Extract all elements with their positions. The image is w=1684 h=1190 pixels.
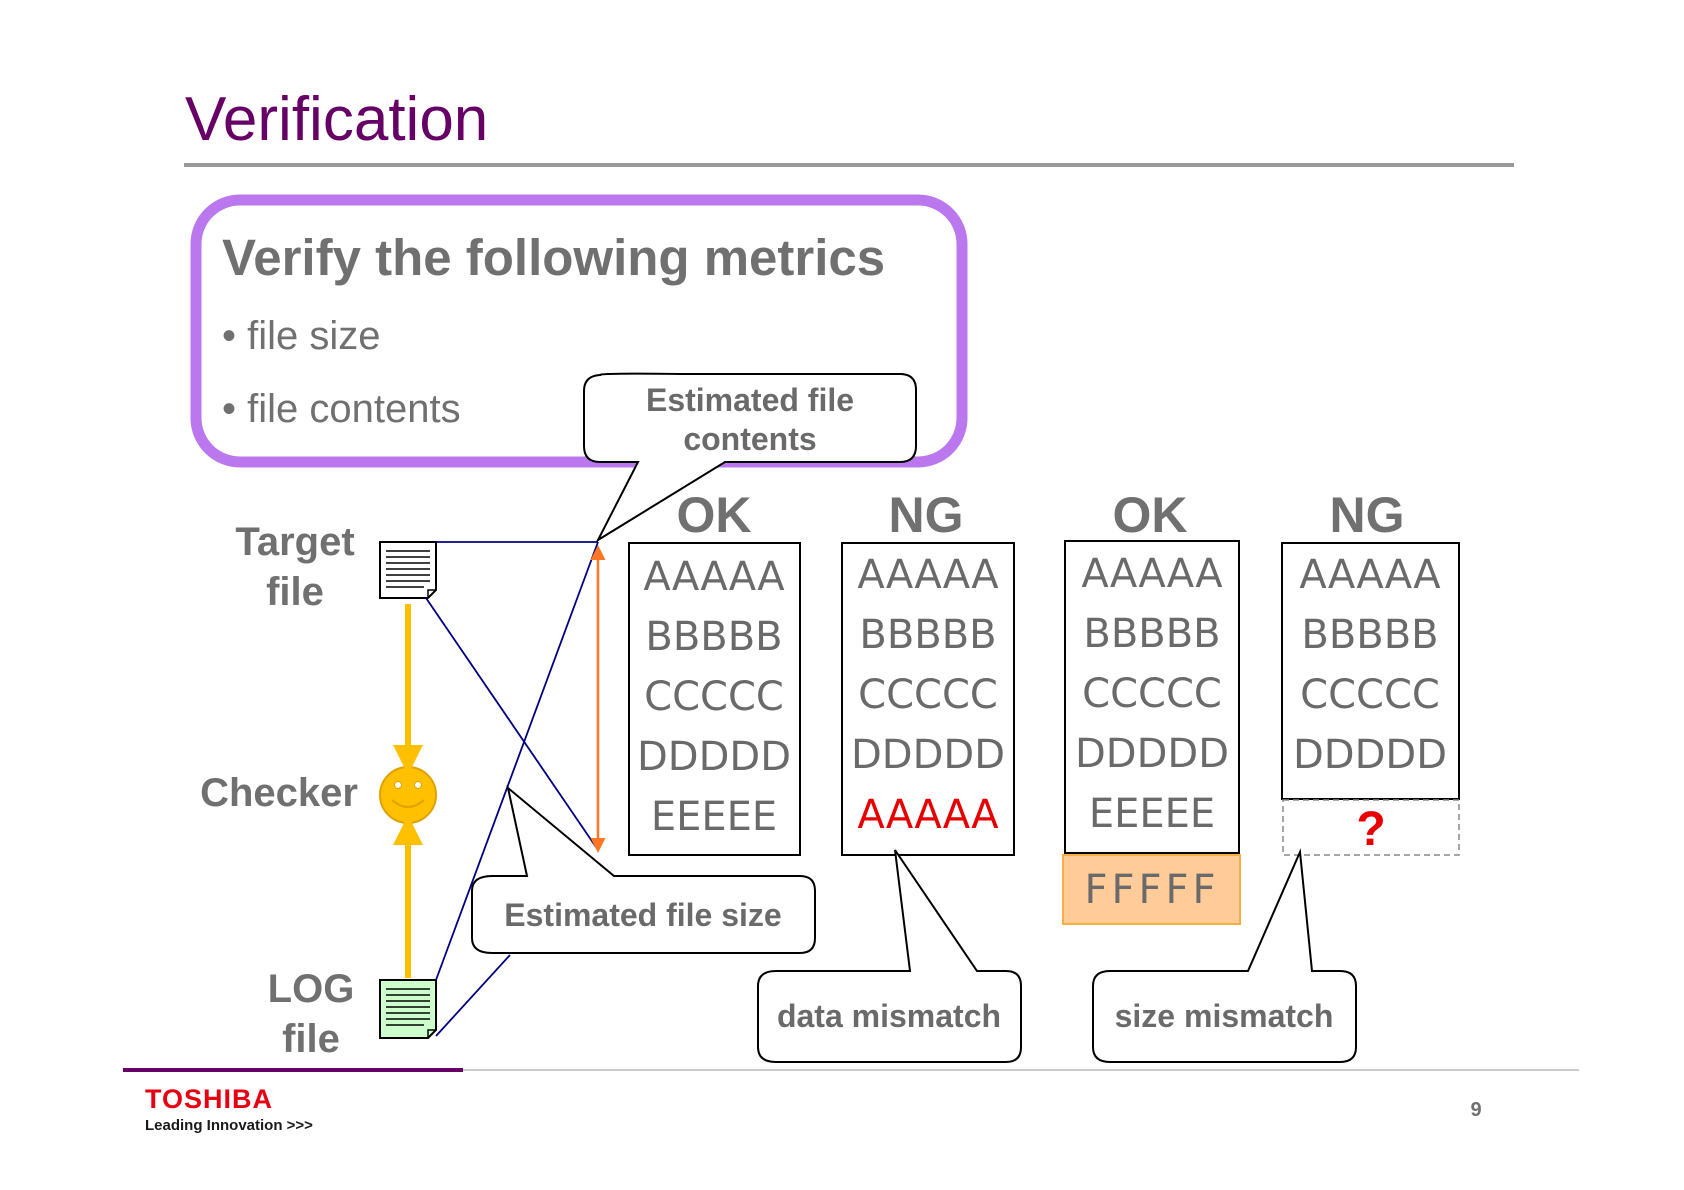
result-column-2: NG AAAAA BBBBB CCCCC DDDDD AAAAA — [841, 487, 1015, 856]
column-4-status: NG — [1330, 487, 1405, 543]
column-3-file-box — [1064, 540, 1240, 854]
column-1-status: OK — [677, 487, 752, 543]
callout-size-mismatch-text: size mismatch — [1115, 998, 1334, 1034]
target-file-icon — [379, 541, 437, 599]
label-checker: Checker — [200, 771, 358, 815]
callout-estimated-size: Estimated file size — [471, 785, 816, 954]
callout-data-mismatch-text: data mismatch — [777, 998, 1001, 1034]
column-1-row-4: DDDDD — [637, 734, 791, 780]
footer-rule-accent — [123, 1068, 463, 1072]
label-target-line2: file — [266, 570, 324, 614]
column-2-status: NG — [889, 487, 964, 543]
brand-tagline: Leading Innovation >>> — [145, 1117, 313, 1134]
label-log-line1: LOG — [268, 967, 355, 1011]
column-4-row-1: AAAAA — [1299, 552, 1441, 598]
column-1-file-box — [628, 542, 801, 856]
column-1-row-3: CCCCC — [644, 674, 784, 720]
brand-logo: TOSHIBA — [145, 1084, 273, 1114]
column-3-row-4: DDDDD — [1075, 731, 1229, 777]
column-1-row-1: AAAAA — [643, 554, 785, 600]
column-2-row-2: BBBBB — [859, 612, 996, 658]
column-2-file-box — [841, 542, 1015, 856]
column-2-mismatch-row: AAAAA — [857, 792, 999, 838]
column-1-row-5: EEEEE — [651, 794, 777, 840]
log-file-icon — [379, 979, 437, 1039]
column-3-row-1: AAAAA — [1081, 551, 1223, 597]
column-4-row-4: DDDDD — [1293, 732, 1447, 778]
callout-data-mismatch: data mismatch — [757, 849, 1022, 1063]
page-title: Verification — [185, 85, 488, 154]
column-2-row-1: AAAAA — [857, 552, 999, 598]
connector-lines — [425, 541, 599, 1037]
label-log-line2: file — [282, 1017, 340, 1061]
result-column-3: OK AAAAA BBBBB CCCCC DDDDD EEEEE FFFFF — [1062, 487, 1241, 925]
column-1-row-2: BBBBB — [645, 614, 782, 660]
column-3-row-3: CCCCC — [1082, 671, 1222, 717]
column-4-row-3: CCCCC — [1300, 672, 1440, 718]
page-number: 9 — [1470, 1099, 1481, 1121]
callout-estimated-contents-line1: Estimated file — [646, 382, 854, 418]
column-4-missing-mark: ? — [1356, 803, 1385, 856]
title-underline — [184, 163, 1514, 167]
footer-rule — [463, 1069, 1579, 1071]
column-2-row-3: CCCCC — [858, 672, 998, 718]
callout-estimated-size-text: Estimated file size — [504, 897, 781, 933]
column-2-row-4: DDDDD — [851, 732, 1005, 778]
column-3-status: OK — [1113, 487, 1188, 543]
metric-file-contents: • file contents — [222, 387, 461, 431]
column-3-extra-box — [1062, 854, 1241, 925]
checker-smiley-icon — [379, 766, 437, 824]
result-column-1: OK AAAAA BBBBB CCCCC DDDDD EEEEE — [628, 487, 801, 856]
metrics-heading: Verify the following metrics — [222, 229, 885, 286]
callout-estimated-contents: Estimated file contents — [583, 372, 917, 543]
label-target-line1: Target — [235, 520, 354, 564]
column-4-missing-box — [1282, 799, 1460, 856]
column-4-file-box — [1281, 542, 1460, 800]
column-3-extra-row: FFFFF — [1084, 867, 1219, 913]
metric-file-size: • file size — [222, 314, 381, 358]
result-column-4: NG AAAAA BBBBB CCCCC DDDDD ? — [1281, 487, 1460, 856]
column-4-row-2: BBBBB — [1301, 612, 1438, 658]
column-3-row-5: EEEEE — [1089, 791, 1215, 837]
column-3-row-2: BBBBB — [1083, 611, 1220, 657]
callout-estimated-contents-line2: contents — [683, 421, 816, 457]
callout-size-mismatch: size mismatch — [1092, 848, 1357, 1063]
